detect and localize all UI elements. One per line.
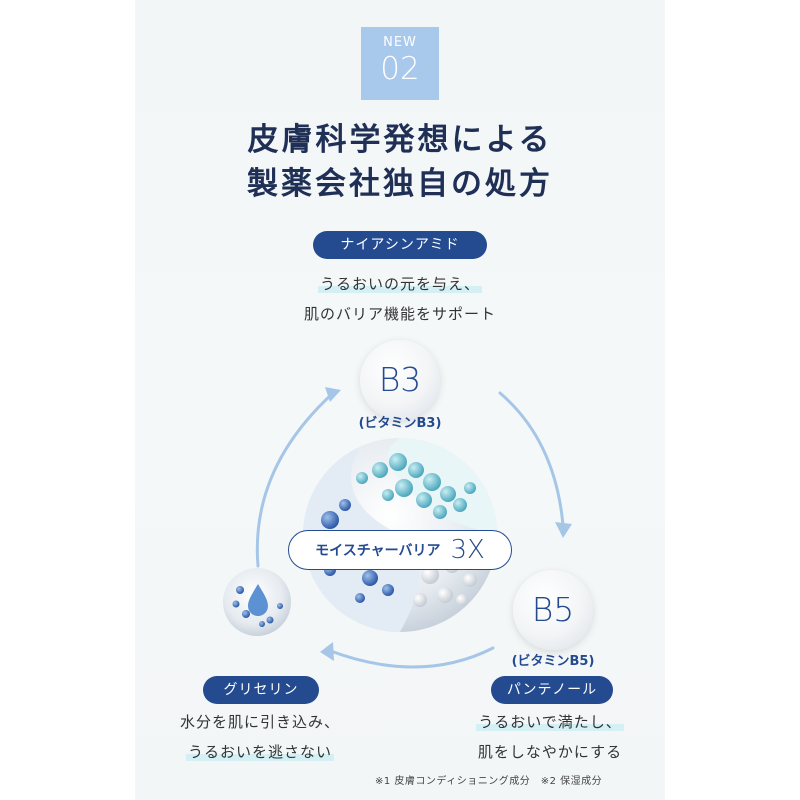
glycerin-desc-line2: うるおいを逃さない — [185, 743, 334, 761]
new-badge: NEW 02 — [361, 27, 439, 100]
moisture-barrier-badge: モイスチャーバリア 3X — [288, 530, 512, 570]
headline-line1: 皮膚科学発想による — [247, 122, 553, 158]
headline-line2: 製薬会社独自の処方 — [247, 166, 553, 202]
niacinamide-description: うるおいの元を与え、 肌のバリア機能をサポート — [250, 269, 550, 329]
arrow-right — [498, 391, 565, 527]
cycle-arrows — [255, 391, 565, 669]
badge-number: 02 — [380, 51, 420, 87]
panthenol-desc-line1: うるおいで満たし、 — [476, 713, 624, 731]
arrow-head-left — [325, 387, 341, 402]
glycerin-desc-line1: 水分を肌に引き込み、 — [179, 713, 340, 731]
badge-label: NEW — [383, 35, 417, 50]
headline: 皮膚科学発想による 製薬会社独自の処方 — [200, 118, 600, 206]
moisture-barrier-multiplier: 3X — [450, 535, 485, 565]
niacinamide-desc-line2: 肌のバリア機能をサポート — [303, 305, 496, 323]
glycerin-description: 水分を肌に引き込み、 うるおいを逃さない — [130, 707, 390, 767]
b3-icon: B3 — [360, 340, 440, 420]
arrow-bottom — [326, 646, 495, 669]
panthenol-description: うるおいで満たし、 肌をしなやかにする — [420, 707, 680, 767]
arrow-left — [255, 392, 334, 568]
footnote: ※1 皮膚コンディショニング成分 ※2 保湿成分 — [375, 776, 603, 787]
arrow-head-right — [555, 522, 572, 538]
niacinamide-pill: ナイアシンアミド — [313, 231, 487, 259]
glycerin-droplet-sphere — [223, 568, 291, 636]
arrow-head-bottom — [320, 642, 334, 661]
niacinamide-desc-line1: うるおいの元を与え、 — [317, 275, 482, 293]
b5-icon: B5 — [513, 570, 593, 650]
panthenol-vitamin-label: (ビタミンB5) — [511, 654, 595, 669]
panthenol-desc-line2: 肌をしなやかにする — [477, 743, 623, 761]
panthenol-pill: パンテノール — [491, 676, 613, 704]
arrow-heads — [320, 387, 572, 661]
moisture-barrier-text: モイスチャーバリア — [315, 543, 441, 559]
glycerin-pill: グリセリン — [203, 676, 319, 704]
niacinamide-vitamin-label: (ビタミンB3) — [358, 416, 442, 431]
water-drop-icon — [248, 584, 268, 616]
